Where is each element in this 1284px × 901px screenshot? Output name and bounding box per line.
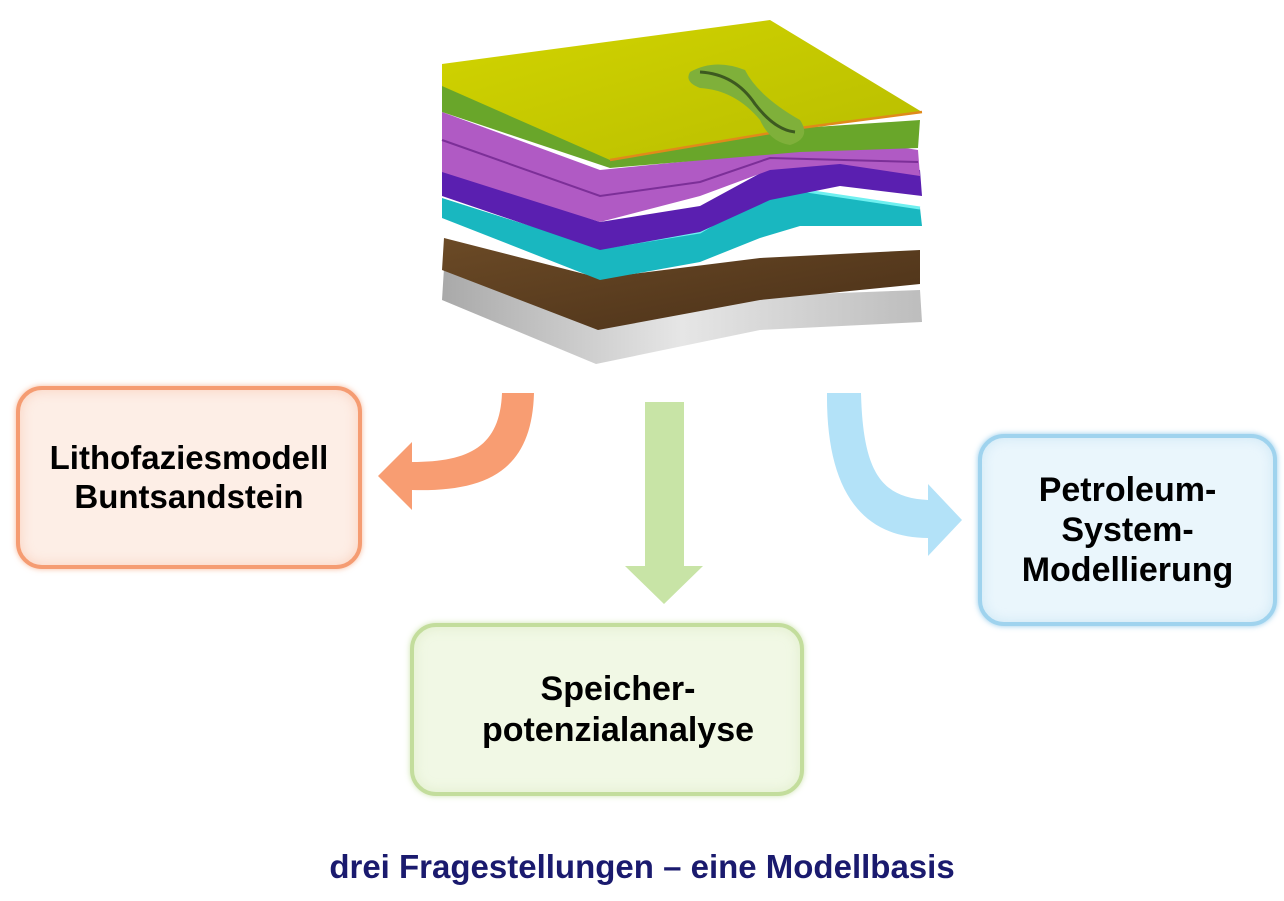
arrow-to-petroleum [826,393,962,556]
box-speicher-line1: Speicher- [540,670,696,709]
box-lithofaziesmodell-line1: Lithofaziesmodell [49,438,329,476]
box-petroleum-line1: Petroleum- [1038,470,1217,509]
layer-model-illustration [441,20,923,364]
box-speicherpotenzialanalyse: Speicher- potenzialanalyse [410,623,804,796]
box-petroleum-line2: System- [1061,510,1194,549]
box-speicher-line2: potenzialanalyse [481,710,755,749]
box-lithofaziesmodell: Lithofaziesmodell Buntsandstein [16,386,362,569]
arrow-to-lithofazies [378,393,534,510]
layer-dark-purple [442,150,922,250]
box-petroleum-line3: Modellierung [1021,551,1234,590]
arrow-to-speicher [625,402,703,604]
caption: drei Fragestellungen – eine Modellbasis [329,848,955,885]
box-lithofaziesmodell-line2: Buntsandstein [74,477,304,515]
layer-green [442,82,920,168]
box-petroleum-system-modellierung: Petroleum- System- Modellierung [978,434,1277,626]
layer-brown [442,238,920,330]
layer-grey [442,268,922,364]
